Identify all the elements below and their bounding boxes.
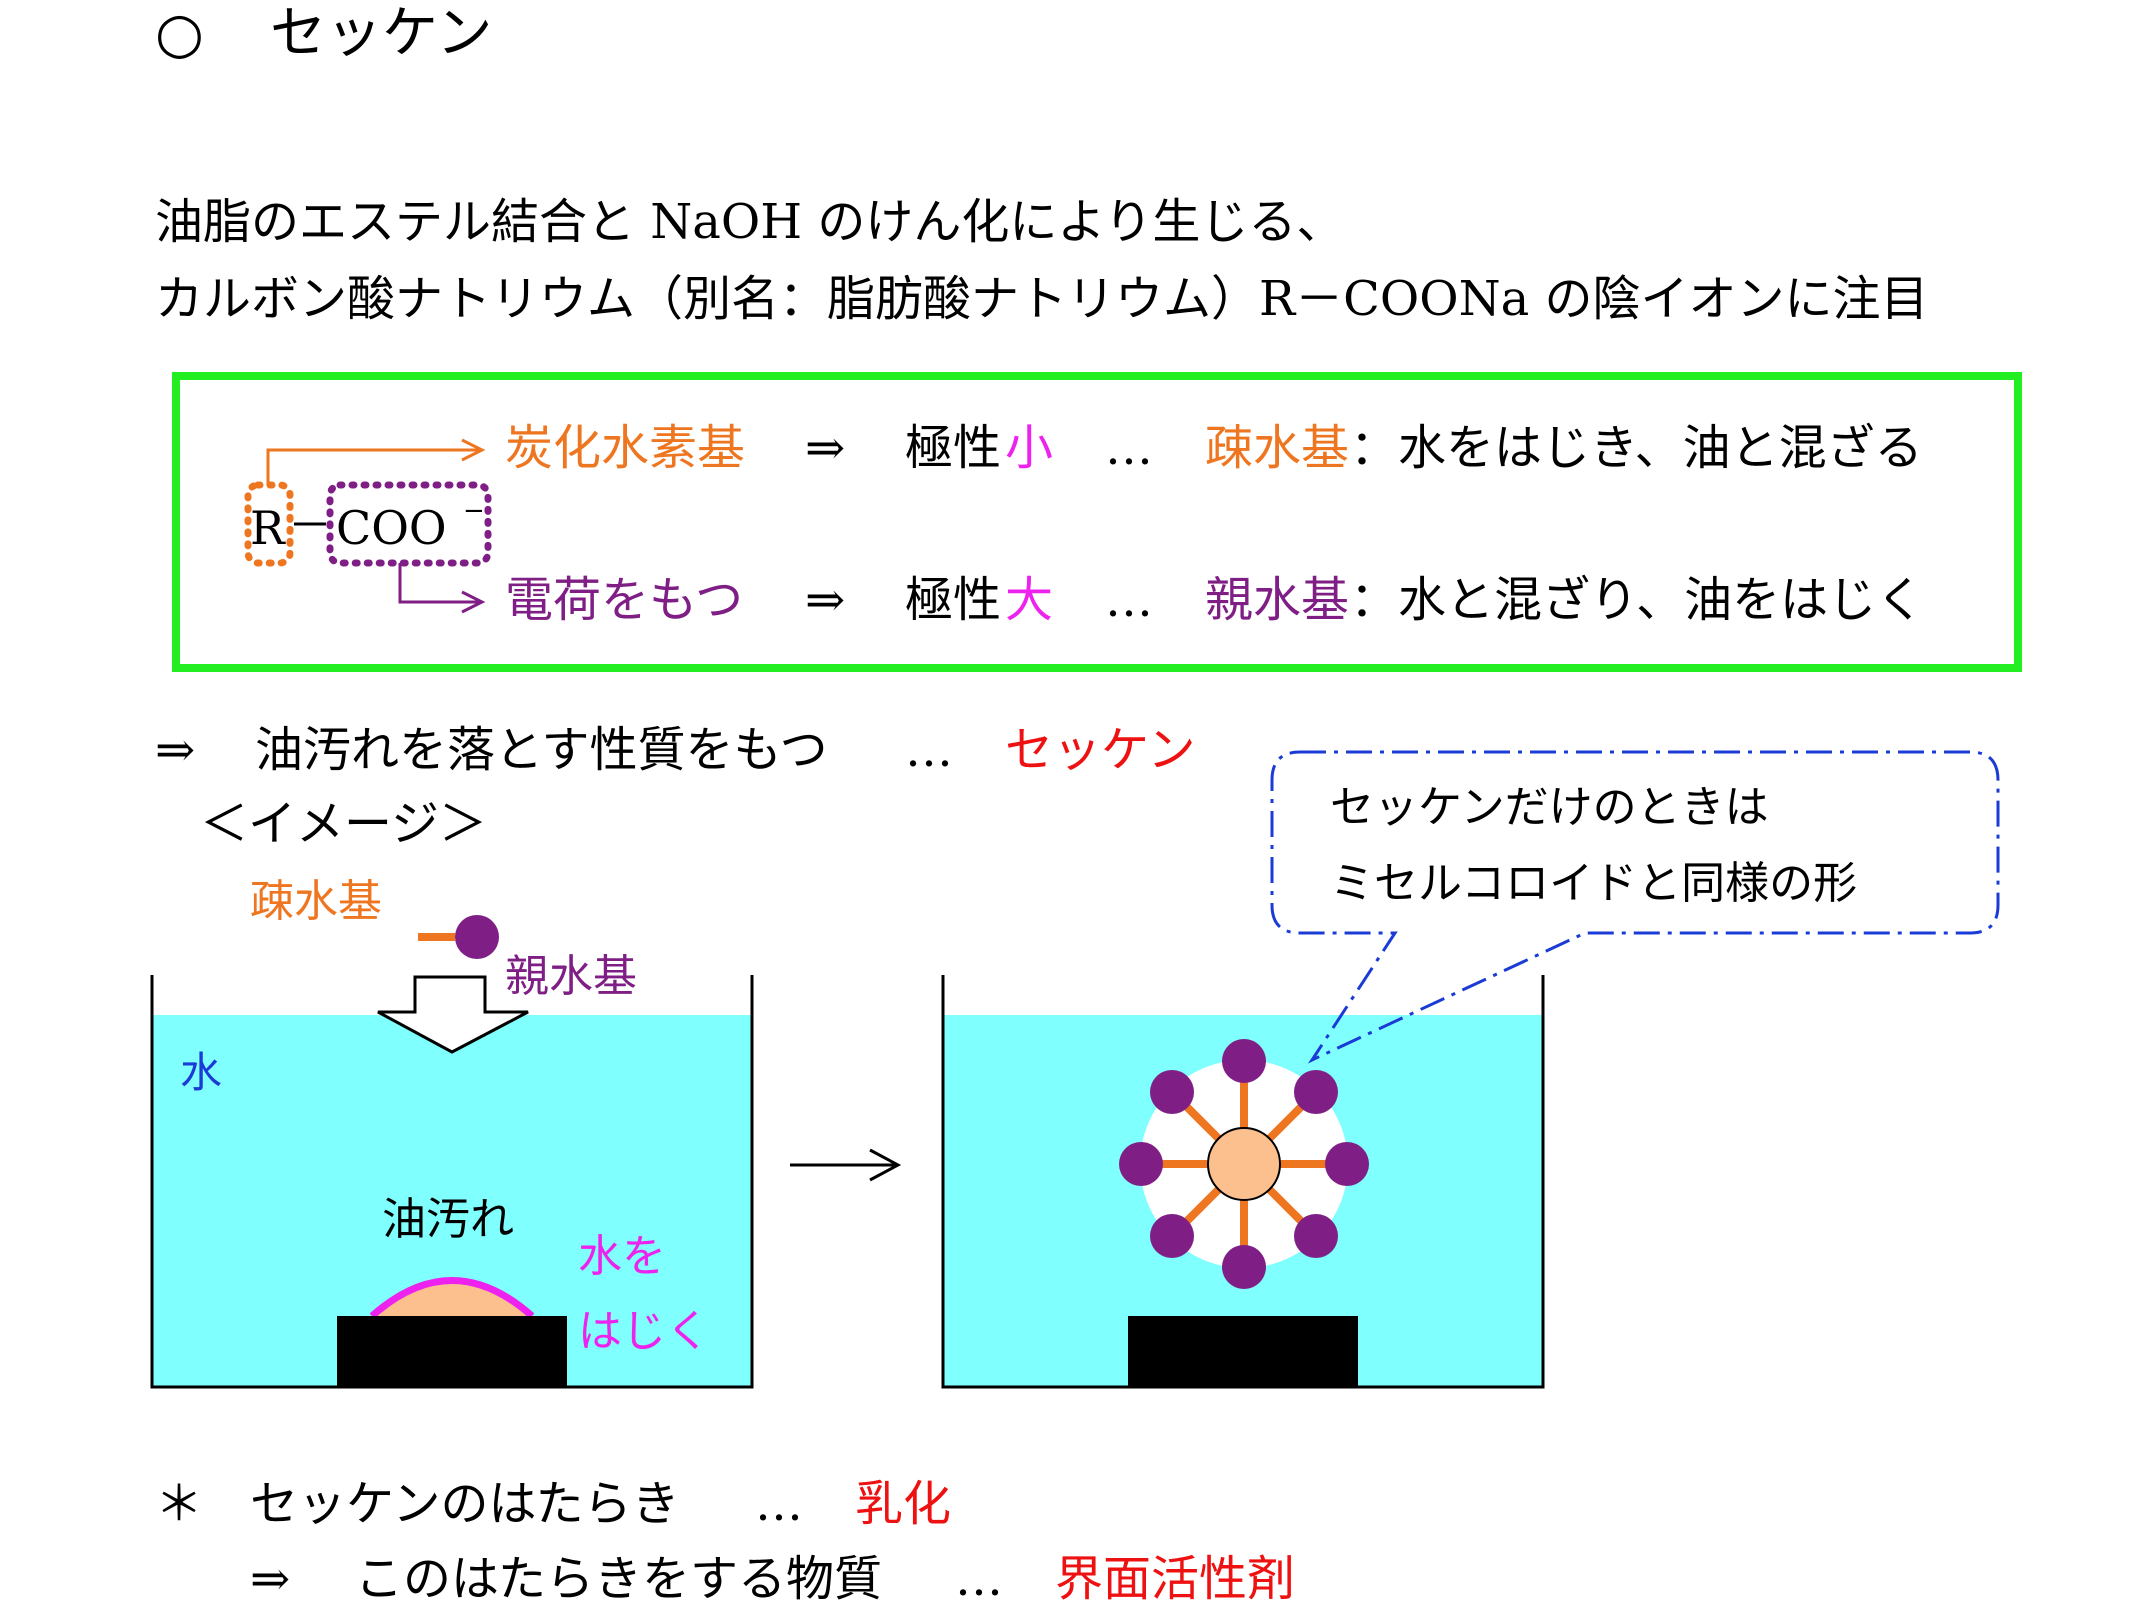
conclusion-arrow: ⇒ (155, 722, 196, 778)
row1-polarity: 小 (1005, 420, 1054, 476)
hydrocarbon-arrow (266, 448, 480, 485)
row1-arrow: ⇒ (805, 420, 846, 476)
row2-arrow: ⇒ (805, 572, 846, 628)
hydrophobic-group-name: 疎水基 (1205, 420, 1350, 476)
row1-dots: … (1105, 420, 1153, 476)
conclusion-dots: … (905, 722, 953, 778)
oil-label: 油汚れ (382, 1194, 514, 1245)
row2-description: ：水と混ざり、油をはじく (1350, 572, 1925, 628)
repel-label-2: はじく (578, 1306, 710, 1357)
image-label: ＜イメージ＞ (200, 796, 488, 852)
title-bullet: ○ (155, 1, 204, 66)
row2-polarity-prefix: 極性 (905, 572, 1002, 628)
notes-line-1-dots: … (755, 1476, 803, 1532)
water-repel-edge (369, 1277, 535, 1319)
structure-box (172, 372, 2022, 672)
micelle-heads (1119, 1039, 1369, 1289)
water-label: 水 (180, 1048, 223, 1097)
micelle-oil-core (1207, 1127, 1281, 1201)
notes-line-2-arrow: ⇒ (250, 1551, 291, 1607)
callout-line-1: セッケンだけのときは (1330, 782, 1769, 833)
row2-dots: … (1105, 572, 1153, 628)
notes-line-2-dots: … (955, 1551, 1003, 1607)
callout-line-2: ミセルコロイドと同様の形 (1330, 858, 1858, 909)
soap-molecule-head (455, 915, 499, 959)
hydrophobic-label: 疎水基 (250, 876, 382, 927)
row1-description: ：水をはじき、油と混ざる (1350, 420, 1923, 476)
charge-symbol: − (463, 496, 485, 526)
conclusion-text: 油汚れを落とす性質をもつ (255, 722, 828, 778)
hydrophilic-label: 親水基 (505, 951, 637, 1002)
surface-block-right (1128, 1316, 1358, 1387)
notes-line-1-answer: 乳化 (855, 1476, 952, 1532)
intro-line-1: 油脂のエステル結合と NaOH のけん化により生じる、 (155, 194, 1345, 250)
charge-arrow (398, 563, 480, 604)
callout-bubble (1270, 750, 2000, 1064)
r-symbol: R (250, 501, 285, 555)
notes-line-2-text: このはたらきをする物質 (355, 1551, 883, 1607)
hydrocarbon-group-label: 炭化水素基 (505, 420, 746, 476)
repel-label-1: 水を (578, 1231, 666, 1282)
hydrophilic-group-name: 親水基 (1205, 572, 1350, 628)
page-title: セッケン (270, 1, 493, 66)
conclusion-answer: セッケン (1005, 722, 1196, 778)
intro-line-2: カルボン酸ナトリウム（別名：脂肪酸ナトリウム）R－COONa の陰イオンに注目 (155, 271, 1929, 327)
row2-polarity: 大 (1005, 572, 1054, 628)
notes-line-1-text: セッケンのはたらき (250, 1476, 680, 1532)
notes-bullet: ＊ (155, 1476, 204, 1532)
notes-line-2-answer: 界面活性剤 (1055, 1551, 1296, 1607)
down-arrow (377, 975, 529, 1054)
row1-polarity-prefix: 極性 (905, 420, 1002, 476)
coo-symbol: COO (336, 501, 447, 555)
coo-group-dotted-box (326, 481, 492, 567)
charged-group-label: 電荷をもつ (505, 572, 744, 628)
surface-block-left (337, 1316, 567, 1387)
